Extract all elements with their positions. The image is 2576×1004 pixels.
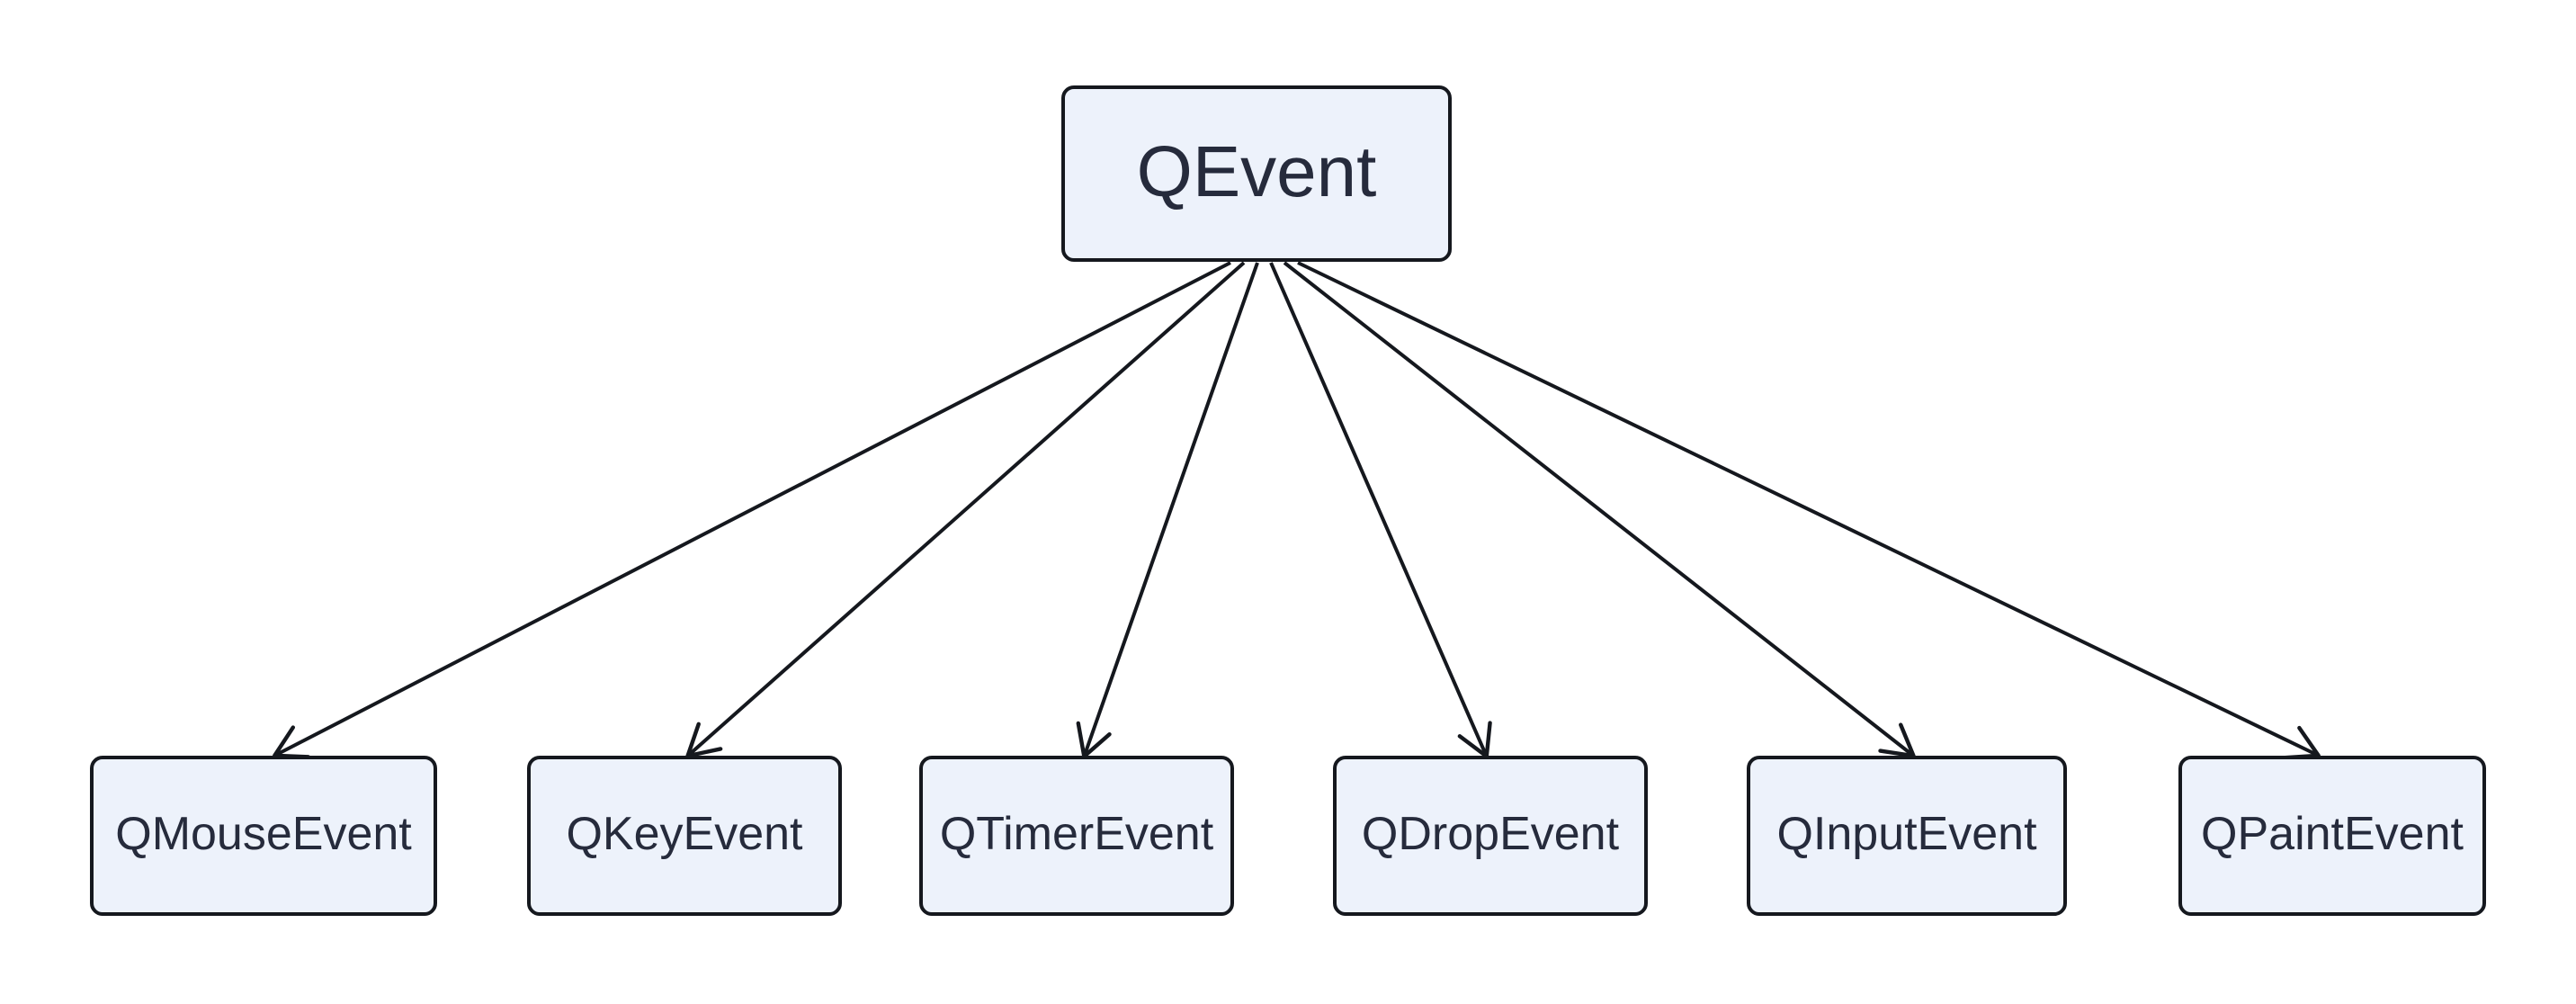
node-qevent-label: QEvent (1136, 131, 1377, 211)
node-qtimerevent: QTimerEvent (919, 756, 1234, 916)
edge-qevent-qmouseevent (273, 261, 1231, 759)
node-qkeyevent-label: QKeyEvent (566, 808, 803, 860)
edge-qevent-qinputevent (1283, 261, 1916, 758)
node-qdropevent: QDropEvent (1333, 756, 1648, 916)
node-qevent: QEvent (1061, 85, 1452, 262)
node-qtimerevent-label: QTimerEvent (939, 808, 1214, 860)
edge-qevent-qtimerevent (1076, 262, 1259, 759)
node-qkeyevent: QKeyEvent (527, 756, 842, 916)
node-qpaintevent: QPaintEvent (2178, 756, 2486, 916)
edge-qevent-qkeyevent (685, 261, 1246, 758)
node-qmouseevent: QMouseEvent (90, 756, 437, 916)
edge-qevent-qdropevent (1269, 262, 1492, 758)
node-qdropevent-label: QDropEvent (1361, 808, 1620, 860)
node-qmouseevent-label: QMouseEvent (115, 808, 412, 860)
node-qpaintevent-label: QPaintEvent (2201, 808, 2464, 860)
node-qinputevent-label: QInputEvent (1776, 808, 2037, 860)
node-qinputevent: QInputEvent (1747, 756, 2067, 916)
edge-qevent-qpaintevent (1297, 261, 2321, 760)
